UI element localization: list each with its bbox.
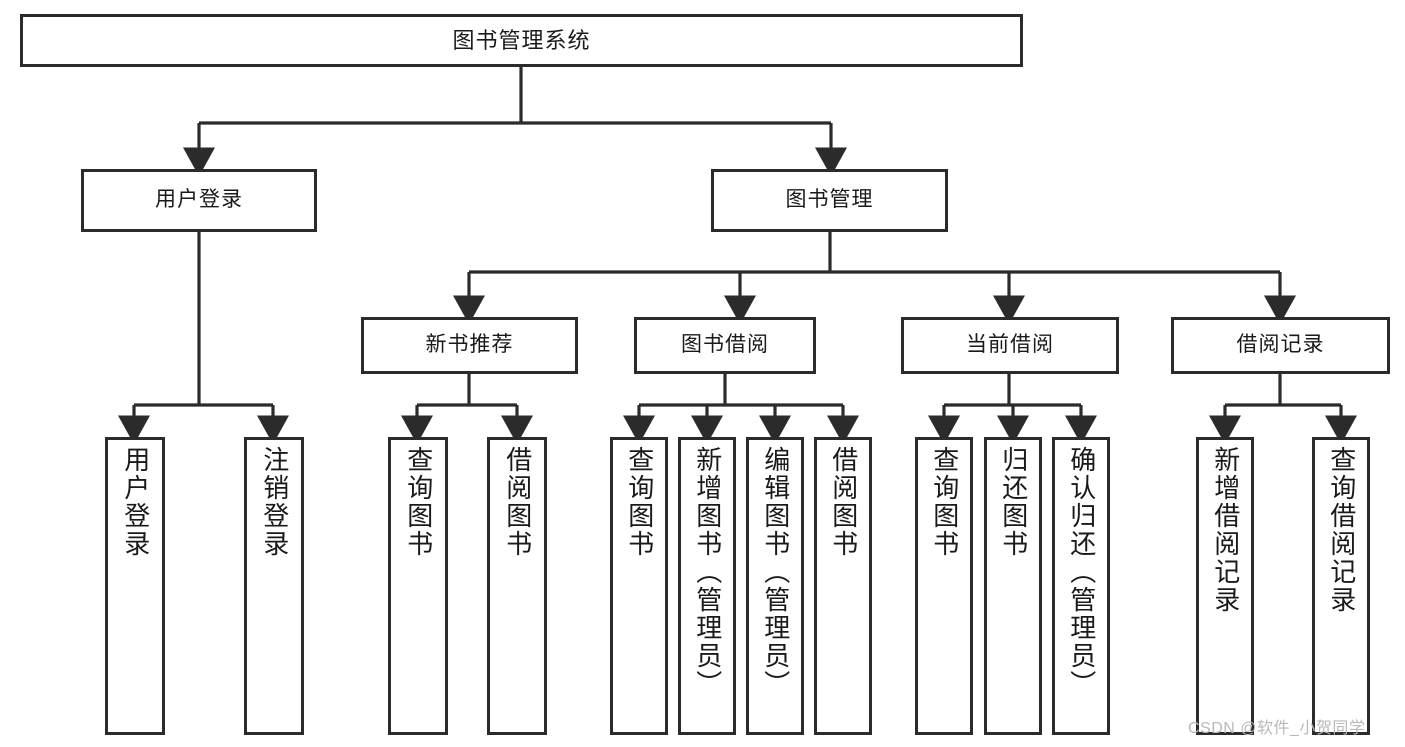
node-leaf-cb-confirm[interactable]: 确认归还（管理员）: [1052, 437, 1110, 735]
watermark-text: CSDN @软件_小贺同学: [1188, 720, 1366, 737]
node-leaf-logout-label: 注销登录: [259, 446, 290, 558]
node-leaf-bb-query-label: 查询图书: [624, 446, 655, 558]
node-leaf-cb-query[interactable]: 查询图书: [915, 437, 973, 735]
node-root-label: 图书管理系统: [452, 27, 591, 53]
node-leaf-bb-edit[interactable]: 编辑图书（管理员）: [746, 437, 804, 735]
node-leaf-rec-query[interactable]: 查询图书: [388, 437, 448, 735]
node-leaf-rec-query-label: 查询图书: [403, 446, 434, 558]
node-leaf-bb-borrow[interactable]: 借阅图书: [814, 437, 872, 735]
node-leaf-bb-borrow-label: 借阅图书: [828, 446, 859, 558]
node-leaf-user-login-label: 用户登录: [120, 446, 151, 558]
node-current-borrow-label: 当前借阅: [966, 333, 1054, 357]
node-leaf-rec-borrow[interactable]: 借阅图书: [487, 437, 547, 735]
node-leaf-cb-return-label: 归还图书: [998, 446, 1029, 558]
node-user-login-label: 用户登录: [155, 188, 243, 212]
node-book-manage[interactable]: 图书管理: [711, 169, 948, 232]
node-leaf-logout[interactable]: 注销登录: [244, 437, 304, 735]
node-borrow-record[interactable]: 借阅记录: [1171, 317, 1390, 374]
node-user-login[interactable]: 用户登录: [81, 169, 317, 232]
node-leaf-cb-return[interactable]: 归还图书: [984, 437, 1042, 735]
node-leaf-br-add[interactable]: 新增借阅记录: [1196, 437, 1254, 735]
node-leaf-bb-query[interactable]: 查询图书: [610, 437, 668, 735]
node-leaf-bb-add-label: 新增图书（管理员）: [692, 446, 723, 698]
node-leaf-br-query-label: 查询借阅记录: [1326, 446, 1357, 614]
node-borrow-record-label: 借阅记录: [1236, 333, 1325, 357]
node-leaf-user-login[interactable]: 用户登录: [105, 437, 165, 735]
node-leaf-cb-query-label: 查询图书: [929, 446, 960, 558]
node-book-borrow[interactable]: 图书借阅: [634, 317, 816, 374]
node-new-book-rec-label: 新书推荐: [425, 333, 514, 357]
node-leaf-bb-add[interactable]: 新增图书（管理员）: [678, 437, 736, 735]
node-leaf-br-query[interactable]: 查询借阅记录: [1312, 437, 1370, 735]
node-leaf-cb-confirm-label: 确认归还（管理员）: [1066, 446, 1097, 698]
node-new-book-rec[interactable]: 新书推荐: [361, 317, 578, 374]
node-current-borrow[interactable]: 当前借阅: [901, 317, 1119, 374]
node-leaf-rec-borrow-label: 借阅图书: [502, 446, 533, 558]
node-book-manage-label: 图书管理: [785, 188, 874, 212]
node-book-borrow-label: 图书借阅: [681, 333, 769, 357]
node-leaf-br-add-label: 新增借阅记录: [1210, 446, 1241, 614]
node-leaf-bb-edit-label: 编辑图书（管理员）: [760, 446, 791, 698]
node-root[interactable]: 图书管理系统: [20, 14, 1023, 67]
